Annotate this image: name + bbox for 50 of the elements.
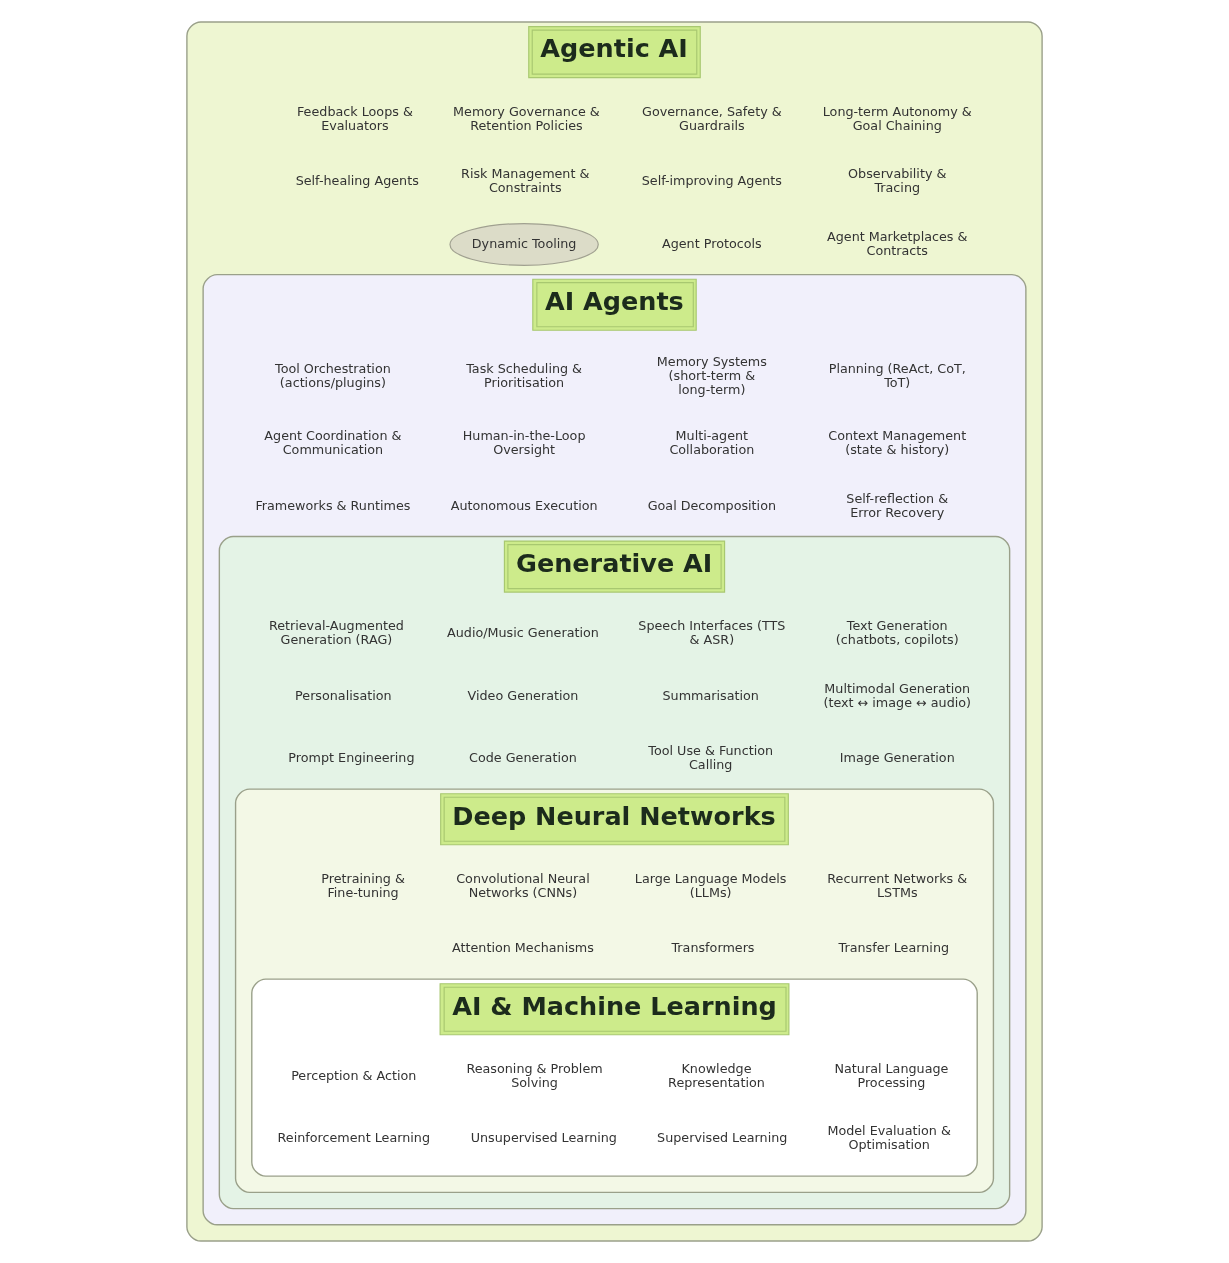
node-text: Image Generation: [839, 750, 955, 766]
node-text: Prompt Engineering: [288, 750, 415, 766]
node-text: Agent Coordination & Communication: [264, 428, 402, 457]
node-text: Transfer Learning: [838, 940, 950, 956]
node-text: Reinforcement Learning: [277, 1130, 430, 1146]
node-text: Governance, Safety & Guardrails: [642, 103, 782, 133]
node-ellipse: Dynamic Tooling: [449, 223, 599, 266]
node-text: Agent Marketplaces & Contracts: [827, 228, 968, 258]
node-text: Self-reflection & Error Recovery: [846, 490, 949, 520]
node-text: Supervised Learning: [657, 1130, 788, 1146]
node-text: Video Generation: [467, 687, 579, 703]
node-text: Knowledge Representation: [668, 1060, 765, 1090]
node-text: Recurrent Networks & LSTMs: [827, 870, 968, 900]
node-text: Personalisation: [295, 687, 392, 703]
node-text: Memory Governance & Retention Policies: [453, 103, 600, 133]
node-text: Pretraining & Fine-tuning: [321, 870, 405, 900]
node-text: Model Evaluation & Optimisation: [827, 1123, 951, 1153]
node-text: Planning (ReAct, CoT, ToT): [828, 360, 966, 390]
node-text: Memory Systems (short-term & long-term): [656, 353, 767, 397]
node-text: Frameworks & Runtimes: [255, 497, 411, 513]
node-text: Tool Orchestration (actions/plugins): [275, 360, 391, 390]
node-text: Feedback Loops & Evaluators: [297, 103, 413, 133]
node-text: Human-in-the-Loop Oversight: [462, 428, 586, 457]
node-text: Agent Protocols: [661, 235, 762, 251]
node-text: Convolutional Neural Networks (CNNs): [456, 870, 590, 900]
node-text: Code Generation: [469, 750, 577, 766]
node-text: Self-healing Agents: [295, 173, 419, 189]
node-text: Text Generation (chatbots, copilots): [835, 618, 959, 648]
node-text: Speech Interfaces (TTS & ASR): [638, 618, 786, 648]
node-text: Transformers: [671, 940, 755, 956]
node-text: Long-term Autonomy & Goal Chaining: [822, 103, 972, 133]
node-text: Self-improving Agents: [641, 173, 782, 189]
node-text: Natural Language Processing: [834, 1060, 949, 1090]
node-text: Autonomous Execution: [450, 497, 598, 513]
node-text: Large Language Models (LLMs): [634, 870, 787, 900]
node-text: Multi-agent Collaboration: [669, 428, 755, 457]
node-text: Reasoning & Problem Solving: [466, 1060, 603, 1090]
node-text: Goal Decomposition: [647, 497, 776, 513]
node-text: Multimodal Generation (text ↔ image ↔ audio): [823, 680, 972, 710]
node-text: Attention Mechanisms: [452, 940, 594, 956]
node-text: Retrieval-Augmented Generation (RAG): [268, 618, 404, 648]
node-text: Risk Management & Constraints: [461, 166, 590, 196]
node-text: Unsupervised Learning: [470, 1130, 617, 1146]
node-text: Observability & Tracing: [848, 166, 947, 196]
node-text: Summarisation: [662, 687, 759, 703]
node-text: Context Management (state & history): [828, 428, 967, 457]
node-text: Perception & Action: [291, 1067, 417, 1083]
node-text: Task Scheduling & Prioritisation: [466, 360, 583, 390]
node-text: Tool Use & Function Calling: [648, 743, 774, 773]
node-text: Audio/Music Generation: [447, 625, 599, 641]
